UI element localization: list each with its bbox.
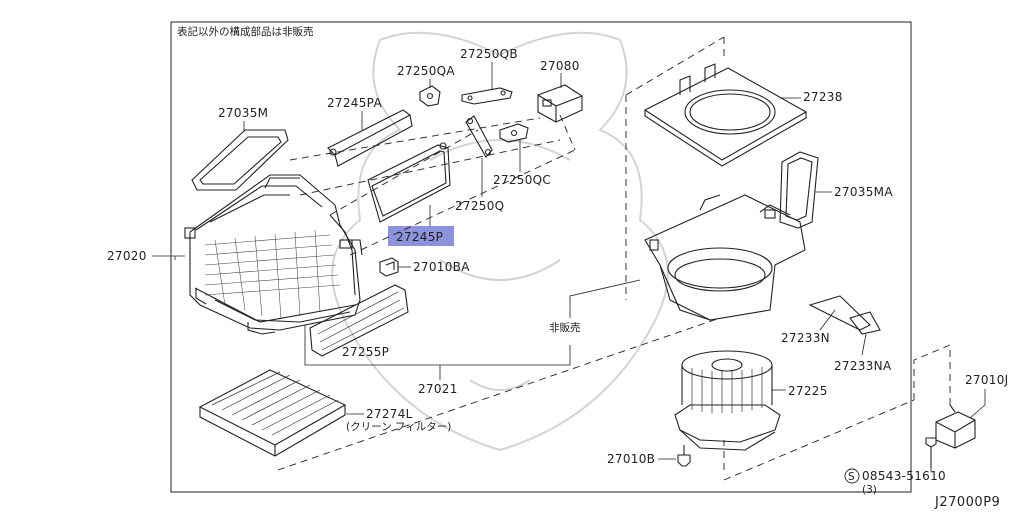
part-27250Q-link (465, 115, 493, 158)
label-27233NA: 27233NA (834, 359, 892, 373)
figure-code: J27000P9 (934, 495, 1000, 510)
screw-symbol (844, 468, 860, 484)
label-27233N: 27233N (781, 331, 830, 345)
part-27080-actuator (537, 84, 583, 123)
case-grid (204, 229, 341, 319)
label-08543-qty: (3) (862, 484, 877, 496)
part-blower-housing (644, 194, 806, 321)
part-27250QC-lever (499, 123, 529, 143)
part-27250QA-clip (419, 85, 441, 107)
label-27035M: 27035M (218, 106, 268, 120)
part-27250QB-link (461, 87, 513, 105)
part-27233NA-seal (849, 311, 881, 335)
label-27021: 27021 (418, 382, 458, 396)
part-27035MA-seal (779, 151, 819, 229)
part-27255P-holder (309, 284, 409, 357)
part-27020-case (184, 174, 363, 335)
label-27255P: 27255P (342, 345, 389, 359)
label-27245PA: 27245PA (327, 96, 382, 110)
part-27238-plate (643, 63, 808, 167)
label-27020: 27020 (107, 249, 147, 263)
part-27233N-seal (808, 295, 871, 331)
part-27010BA-clip (379, 257, 399, 277)
label-27245P: 27245P (396, 230, 443, 244)
label-27010BA: 27010BA (413, 260, 470, 274)
diagram-frame (170, 21, 912, 493)
label-27250QA: 27250QA (397, 64, 455, 78)
highlight-27245P (388, 226, 454, 246)
part-27245P-door (367, 142, 451, 223)
not-sold-note: 表記以外の構成部品は非販売 (177, 25, 314, 38)
label-27080: 27080 (540, 59, 580, 73)
part-27225-blower-motor (674, 350, 781, 451)
label-27225: 27225 (788, 384, 828, 398)
label-27010B: 27010B (607, 452, 655, 466)
part-27010J-resistor (935, 404, 976, 449)
label-27010J: 27010J (965, 373, 1009, 387)
label-27274L-desc: (クリーン フィルター) (346, 421, 451, 433)
label-not-sold: 非販売 (549, 321, 581, 334)
screw-symbol-text: S (848, 471, 855, 483)
label-27250QC: 27250QC (493, 173, 551, 187)
part-27010B-screw (677, 445, 691, 467)
part-27245PA-door (327, 109, 413, 167)
label-27035MA: 27035MA (834, 185, 893, 199)
label-27250Q: 27250Q (455, 199, 504, 213)
part-27035M-gasket (191, 129, 289, 191)
part-08543-51610-screw (925, 437, 937, 468)
part-27274L-filter (198, 369, 347, 457)
label-27250QB: 27250QB (460, 47, 518, 61)
label-27238: 27238 (803, 90, 843, 104)
label-08543-51610: 08543-51610 (862, 469, 946, 483)
label-27274L: 27274L (366, 407, 413, 421)
watermark-emblem (331, 31, 669, 452)
